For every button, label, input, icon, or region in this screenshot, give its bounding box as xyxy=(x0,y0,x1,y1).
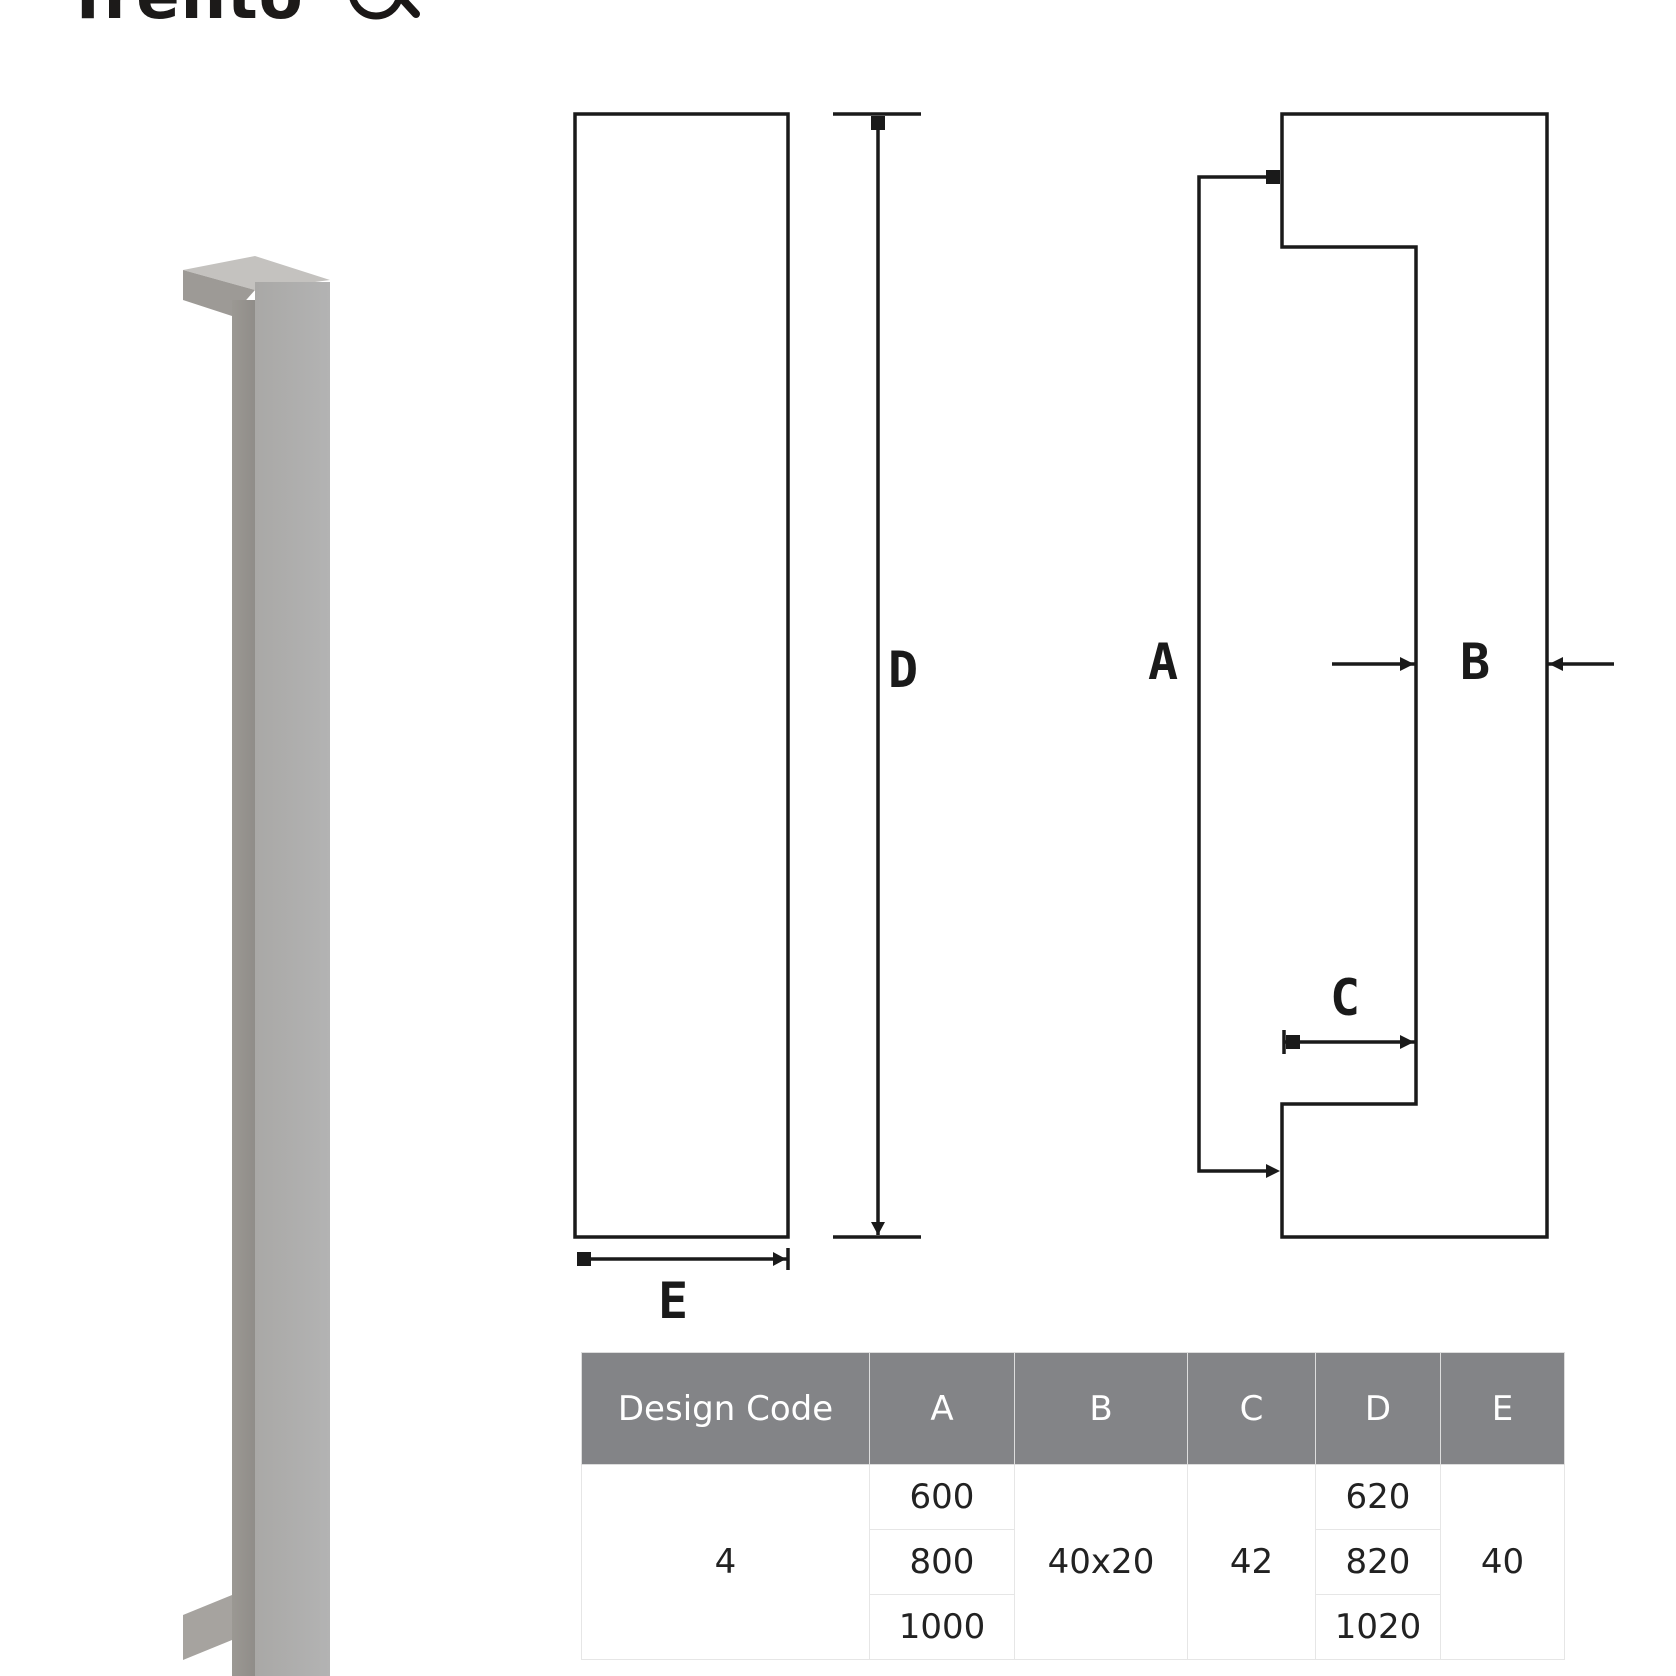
table-row: 1000 1020 xyxy=(582,1594,1565,1660)
handle-photo xyxy=(183,256,330,1676)
table-header-row: Design Code A B C D E xyxy=(581,1352,1565,1465)
cell-d: 820 xyxy=(1315,1529,1441,1595)
cell-a: 800 xyxy=(869,1529,1015,1595)
cell-c: 42 xyxy=(1187,1464,1316,1660)
label-a: A xyxy=(1148,633,1178,691)
label-c: C xyxy=(1330,969,1360,1027)
dimension-drawing: D E A B C xyxy=(573,112,1614,1330)
front-view-outline xyxy=(573,112,790,1239)
table-row: 800 820 xyxy=(582,1529,1565,1595)
header-b: B xyxy=(1014,1352,1188,1465)
label-d: D xyxy=(888,641,918,699)
dimensions-table: Design Code A B C D E 4 600 40x20 42 620… xyxy=(581,1352,1565,1660)
header-e: E xyxy=(1440,1352,1565,1465)
header-design-code: Design Code xyxy=(581,1352,870,1465)
label-b: B xyxy=(1460,633,1490,691)
dimension-a-bracket xyxy=(1197,175,1276,1173)
table-row: 4 600 40x20 42 620 40 xyxy=(581,1464,1565,1660)
cell-d: 1020 xyxy=(1315,1594,1441,1660)
cell-design-code: 4 xyxy=(581,1464,870,1660)
cell-e: 40 xyxy=(1440,1464,1565,1660)
cell-d: 620 xyxy=(1315,1464,1441,1530)
label-e: E xyxy=(658,1272,688,1330)
side-view-outline xyxy=(1280,112,1549,1239)
header-d: D xyxy=(1315,1352,1441,1465)
header-c: C xyxy=(1187,1352,1316,1465)
cell-a: 600 xyxy=(869,1464,1015,1530)
zoom-search-icon[interactable] xyxy=(344,0,424,40)
cell-b: 40x20 xyxy=(1014,1464,1188,1660)
product-title: Trento xyxy=(66,0,304,34)
cell-a: 1000 xyxy=(869,1594,1015,1660)
header-a: A xyxy=(869,1352,1015,1465)
